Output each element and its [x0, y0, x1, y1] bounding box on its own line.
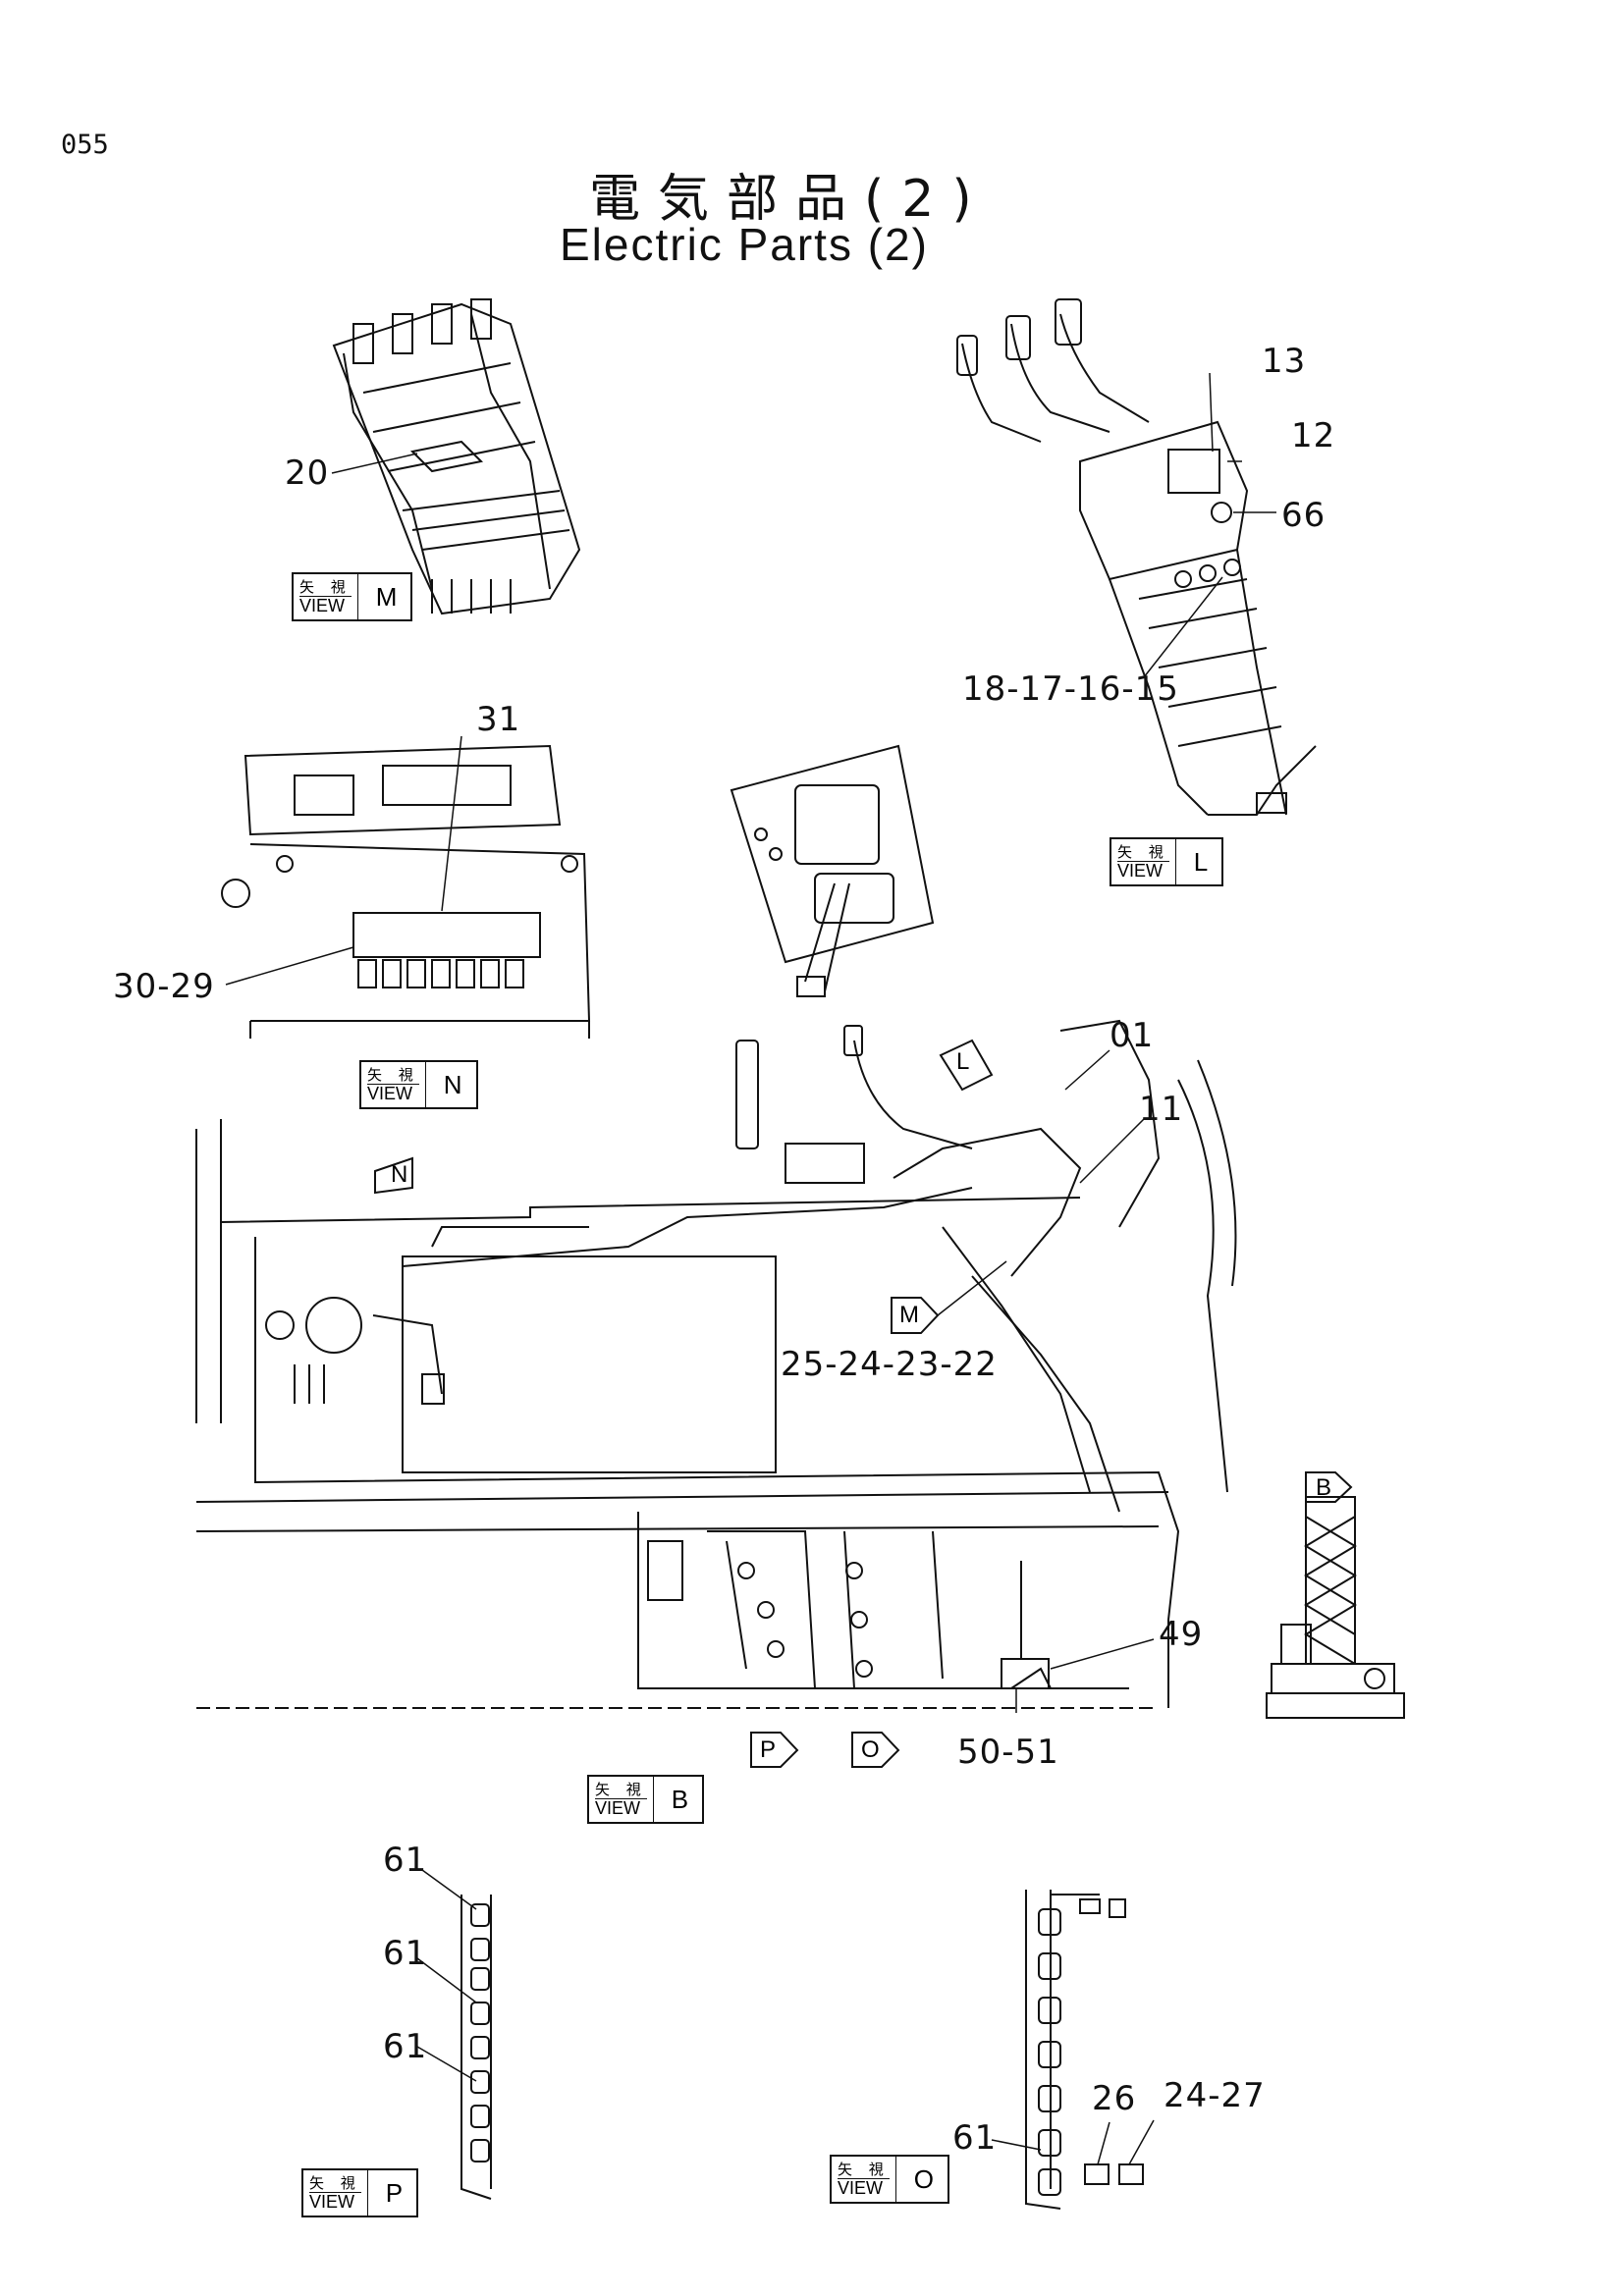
callout-61-o: 61	[952, 2118, 998, 2158]
view-label-jp: 矢 視	[1117, 843, 1169, 861]
view-label-en: VIEW	[1117, 861, 1169, 880]
view-label-jp: 矢 視	[595, 1781, 647, 1798]
machine-side-drawing	[1266, 1496, 1405, 1719]
view-p-drawing	[416, 1869, 492, 2200]
view-label-en: VIEW	[367, 1084, 419, 1102]
callout-30-29: 30-29	[113, 967, 215, 1006]
view-label-jp: 矢 視	[299, 578, 352, 596]
view-label-jp: 矢 視	[309, 2174, 361, 2192]
direction-marker-n: N	[391, 1161, 408, 1188]
callout-49: 49	[1159, 1615, 1204, 1654]
callout-18-17-16-15: 18-17-16-15	[962, 669, 1179, 709]
view-n-drawing	[221, 735, 591, 1039]
page-title-english: Electric Parts (2)	[560, 219, 929, 270]
callout-61-p-middle: 61	[383, 1934, 428, 1973]
callout-61-p-top: 61	[383, 1841, 428, 1880]
callout-24-27: 24-27	[1164, 2076, 1266, 2115]
direction-marker-o: O	[861, 1736, 880, 1763]
callout-26: 26	[1092, 2079, 1137, 2118]
view-label-en: VIEW	[309, 2192, 361, 2211]
view-label-en: VIEW	[595, 1798, 647, 1817]
callout-11: 11	[1139, 1090, 1184, 1129]
direction-marker-l: L	[956, 1048, 970, 1075]
callout-13: 13	[1262, 342, 1307, 381]
page-title-japanese: 電気部品(2)	[589, 170, 990, 229]
callout-66: 66	[1281, 496, 1326, 535]
callout-01: 01	[1110, 1016, 1155, 1055]
view-m-drawing	[331, 298, 581, 615]
direction-marker-m: M	[899, 1302, 919, 1328]
callout-12: 12	[1291, 416, 1336, 455]
view-label-en: VIEW	[838, 2178, 890, 2197]
center-lever-drawing	[730, 744, 935, 997]
direction-marker-b: B	[1316, 1474, 1332, 1501]
view-letter-l: L	[1193, 846, 1209, 877]
view-letter-o: O	[913, 2163, 935, 2194]
view-letter-m: M	[375, 581, 398, 612]
direction-marker-shapes	[374, 1039, 1353, 1768]
callout-20: 20	[285, 454, 330, 493]
view-b-drawing	[195, 1019, 1237, 1713]
callout-61-p-bottom: 61	[383, 2027, 428, 2066]
callout-25-24-23-22: 25-24-23-22	[781, 1345, 998, 1384]
view-letter-p: P	[385, 2177, 404, 2208]
view-letter-b: B	[671, 1784, 689, 1814]
page-number: 055	[61, 130, 109, 160]
direction-marker-p: P	[760, 1736, 777, 1763]
callout-50-51: 50-51	[957, 1733, 1059, 1772]
view-label-jp: 矢 視	[367, 1066, 419, 1084]
view-letter-n: N	[443, 1069, 462, 1099]
view-l-drawing	[956, 298, 1317, 816]
view-label-en: VIEW	[299, 596, 352, 614]
view-label-jp: 矢 視	[838, 2161, 890, 2178]
callout-31: 31	[476, 700, 521, 739]
view-o-drawing	[991, 1890, 1155, 2210]
